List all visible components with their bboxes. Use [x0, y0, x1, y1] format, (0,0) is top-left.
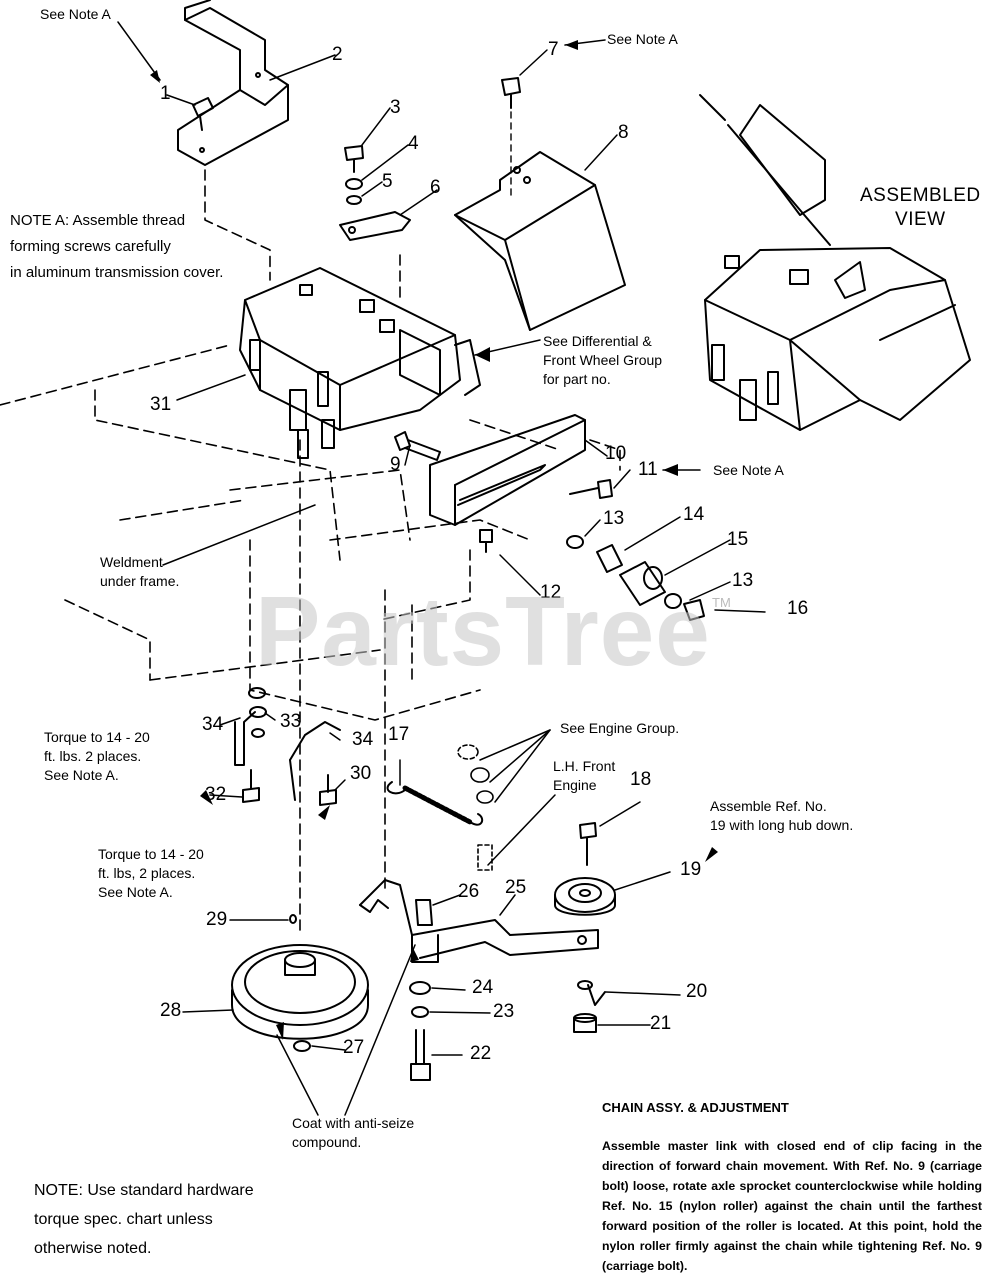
- callout-6: 6: [430, 177, 441, 198]
- callout-27: 27: [343, 1037, 365, 1058]
- idler-arm-part-25: [359, 879, 599, 963]
- bolt-part-7: [501, 77, 521, 196]
- callout-4: 4: [408, 133, 419, 154]
- torque-note-30: Torque to 14 - 20 ft. lbs, 2 places. See…: [98, 846, 204, 900]
- callout-33: 33: [280, 711, 302, 732]
- arrowheads: [150, 40, 718, 1040]
- bracket-part-10: [429, 414, 586, 526]
- callout-28: 28: [160, 1000, 182, 1021]
- watermark: PartsTree: [255, 576, 711, 686]
- plate-part-6: [339, 211, 411, 241]
- callout-1: 1: [160, 83, 171, 104]
- callout-13-lower: 13: [732, 570, 754, 591]
- see-note-a-label: See Note A: [40, 6, 111, 22]
- assemble-19-note: Assemble Ref. No. 19 with long hub down.: [710, 798, 854, 833]
- callout-10: 10: [605, 443, 627, 464]
- fastener-stack-3-4-5: [344, 145, 364, 205]
- carriage-bolt-part-9: [394, 431, 441, 461]
- idler-pulley-part-19: [554, 822, 616, 916]
- bolt-part-12: [479, 529, 493, 553]
- callout-34-right: 34: [352, 729, 374, 750]
- callout-31: 31: [150, 394, 172, 415]
- callout-15: 15: [727, 529, 749, 550]
- callout-19: 19: [680, 859, 702, 880]
- callout-23: 23: [493, 1001, 515, 1022]
- callout-2: 2: [332, 44, 343, 65]
- spring-part-17: [386, 781, 484, 826]
- callout-26: 26: [458, 881, 480, 902]
- see-note-a-label: See Note A: [607, 31, 678, 47]
- torque-note-32: Torque to 14 - 20 ft. lbs. 2 places. See…: [44, 729, 150, 783]
- bracket-part-2: [177, 0, 289, 166]
- frame-outline: [0, 169, 621, 931]
- callout-30: 30: [350, 763, 372, 784]
- chain-assembly-title: CHAIN ASSY. & ADJUSTMENT: [602, 1100, 789, 1115]
- callout-16: 16: [787, 598, 809, 619]
- callout-12: 12: [540, 582, 562, 603]
- chain-assembly-text: Assemble master link with closed end of …: [602, 1139, 982, 1273]
- anti-seize-note: Coat with anti-seize compound.: [292, 1115, 415, 1150]
- callout-20: 20: [686, 981, 708, 1002]
- lh-front-engine-note: L.H. Front Engine: [553, 758, 616, 793]
- callout-11: 11: [638, 459, 658, 480]
- bolt-part-1: [192, 97, 214, 131]
- leader-lines: [117, 21, 766, 1116]
- note-a-text: NOTE A: Assemble thread forming screws c…: [10, 212, 224, 281]
- callout-14: 14: [683, 504, 705, 525]
- callout-17: 17: [388, 724, 410, 745]
- assembled-view-label: ASSEMBLED VIEW: [860, 185, 981, 230]
- callout-8: 8: [618, 122, 629, 143]
- callout-34-left: 34: [202, 714, 224, 735]
- clip-hardware-30-34: [234, 687, 341, 806]
- callout-32: 32: [205, 784, 227, 805]
- cover-part-8: [454, 151, 626, 331]
- engine-group-note: See Engine Group.: [560, 720, 680, 736]
- drive-pulley-part-28: [231, 914, 369, 1052]
- trademark-mark: TM: [712, 595, 731, 610]
- callout-9: 9: [390, 454, 401, 475]
- pivot-hardware-22-24: [409, 981, 431, 1081]
- assembled-view-drawing: [699, 94, 971, 431]
- callout-29: 29: [206, 909, 228, 930]
- callout-3: 3: [390, 97, 401, 118]
- callout-24: 24: [472, 977, 494, 998]
- see-note-a-label: See Note A: [713, 462, 784, 478]
- transmission-part-31: [239, 267, 481, 459]
- callout-21: 21: [650, 1013, 672, 1034]
- bolt-part-11: [569, 479, 613, 499]
- standard-hardware-note: NOTE: Use standard hardware torque spec.…: [34, 1182, 254, 1257]
- clip-nut-20-21: [573, 980, 606, 1033]
- callout-13-upper: 13: [603, 508, 625, 529]
- roller-stack-13-16: [566, 535, 705, 621]
- engine-hardware: [457, 744, 494, 871]
- callout-5: 5: [382, 171, 393, 192]
- callout-18: 18: [630, 769, 652, 790]
- callout-25: 25: [505, 877, 527, 898]
- callout-22: 22: [470, 1043, 492, 1064]
- weldment-note: Weldment under frame.: [100, 554, 180, 589]
- callout-7: 7: [548, 39, 559, 60]
- differential-note: See Differential & Front Wheel Group for…: [543, 333, 663, 387]
